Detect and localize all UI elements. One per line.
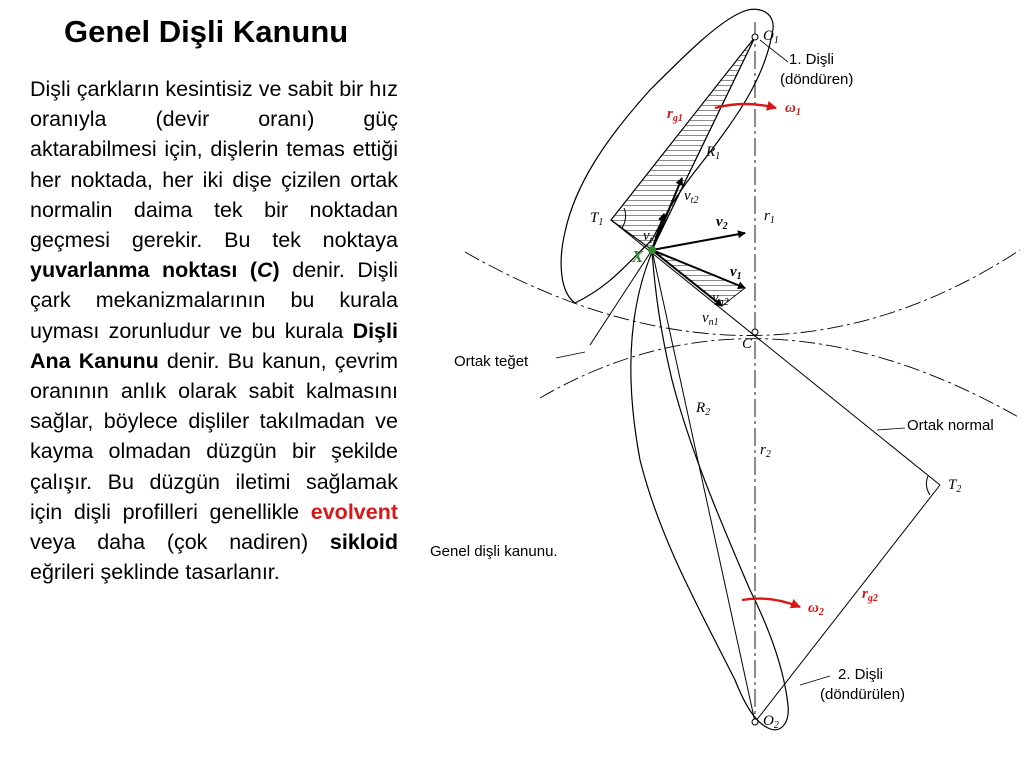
page-title: Genel Dişli Kanunu — [64, 14, 349, 49]
sym-rg1: rg1 — [667, 106, 683, 124]
gear-1-outline — [560, 8, 774, 304]
term-involute: evolvent — [310, 499, 398, 524]
leader-ortak-teget — [555, 351, 586, 359]
sym-t1: T1 — [590, 210, 603, 228]
omega-2-arrow — [741, 597, 801, 609]
label-ortak-normal: Ortak normal — [907, 417, 994, 434]
sym-o2: O2 — [763, 713, 779, 731]
sym-r1: r1 — [764, 208, 775, 226]
point-c — [751, 328, 759, 336]
term-main-law: Dişli Ana Kanunu — [30, 318, 398, 373]
leader-ortak-normal — [876, 427, 906, 431]
sym-t2: T2 — [948, 477, 961, 495]
point-x — [648, 246, 656, 254]
line-o2-t2 — [754, 484, 941, 723]
pitch-circle-1 — [464, 249, 1021, 336]
line-x-o2 — [651, 249, 756, 723]
sym-vn2: vn2 — [712, 290, 729, 308]
vector-v2 — [651, 230, 746, 251]
text-run: Dişli çarkların kesintisiz ve sabit bir … — [30, 77, 398, 253]
vector-vt1 — [651, 213, 666, 251]
term-c-letter: C — [257, 258, 273, 283]
omega-1-arrow — [714, 100, 777, 111]
point-o2 — [751, 718, 759, 726]
term-pitch-point: yuvarlanma noktası (C) — [30, 258, 280, 282]
sym-r1-big: R1 — [705, 144, 720, 162]
term-cycloid: sikloid — [329, 530, 398, 555]
sym-r2: r2 — [760, 442, 771, 460]
velocity-vectors — [651, 177, 746, 307]
leader-disli-1 — [759, 39, 789, 63]
common-normal-line — [610, 219, 941, 486]
label-ortak-teget: Ortak teğet — [454, 353, 529, 370]
point-o1 — [751, 33, 759, 41]
sym-rg2: rg2 — [862, 586, 878, 604]
line-o1-x — [651, 36, 756, 251]
gear-2-outline — [630, 251, 789, 731]
text-run: denir. Dişli çark mekanizmalarının bu ku… — [30, 258, 398, 343]
angle-mark-t1 — [621, 207, 627, 229]
sym-v1: v1 — [730, 264, 742, 282]
text-run: denir. Bu kanun, çevrim oranının anlık o… — [30, 348, 398, 524]
text-run: eğrileri şeklinde tasarlanır. — [30, 560, 280, 585]
sym-vt1: vt1 — [643, 228, 657, 246]
diagram-caption: Genel dişli kanunu. — [430, 543, 558, 560]
sym-x: X — [631, 247, 644, 266]
sym-c: C — [742, 336, 753, 352]
sym-r2-big: R2 — [695, 400, 710, 418]
velocity-triangle-fill — [651, 249, 746, 307]
hatched-triangle — [610, 36, 756, 251]
sym-omega-2: ω2 — [808, 600, 824, 618]
sym-omega-1: ω1 — [785, 100, 801, 118]
label-disli-2: 2. Dişli — [838, 666, 883, 683]
sym-v2: v2 — [716, 214, 728, 232]
common-tangent-line — [589, 249, 653, 346]
angle-mark-t2 — [925, 475, 931, 496]
pitch-circle-2 — [539, 338, 1021, 419]
sym-vn1: vn1 — [702, 310, 719, 328]
label-dondürülen: (döndürülen) — [820, 686, 905, 703]
body-paragraph: Dişli çarkların kesintisiz ve sabit bir … — [30, 74, 398, 587]
sym-vt2: vt2 — [684, 188, 698, 206]
label-dondüren: (döndüren) — [780, 71, 853, 88]
sym-o1: O1 — [763, 28, 779, 46]
leader-disli-2 — [799, 675, 831, 686]
term-text: yuvarlanma noktası ( — [30, 258, 258, 283]
term-text-end: ) — [272, 258, 280, 283]
text-run: veya daha (çok nadiren) — [30, 530, 330, 555]
label-disli-1: 1. Dişli — [789, 51, 834, 68]
